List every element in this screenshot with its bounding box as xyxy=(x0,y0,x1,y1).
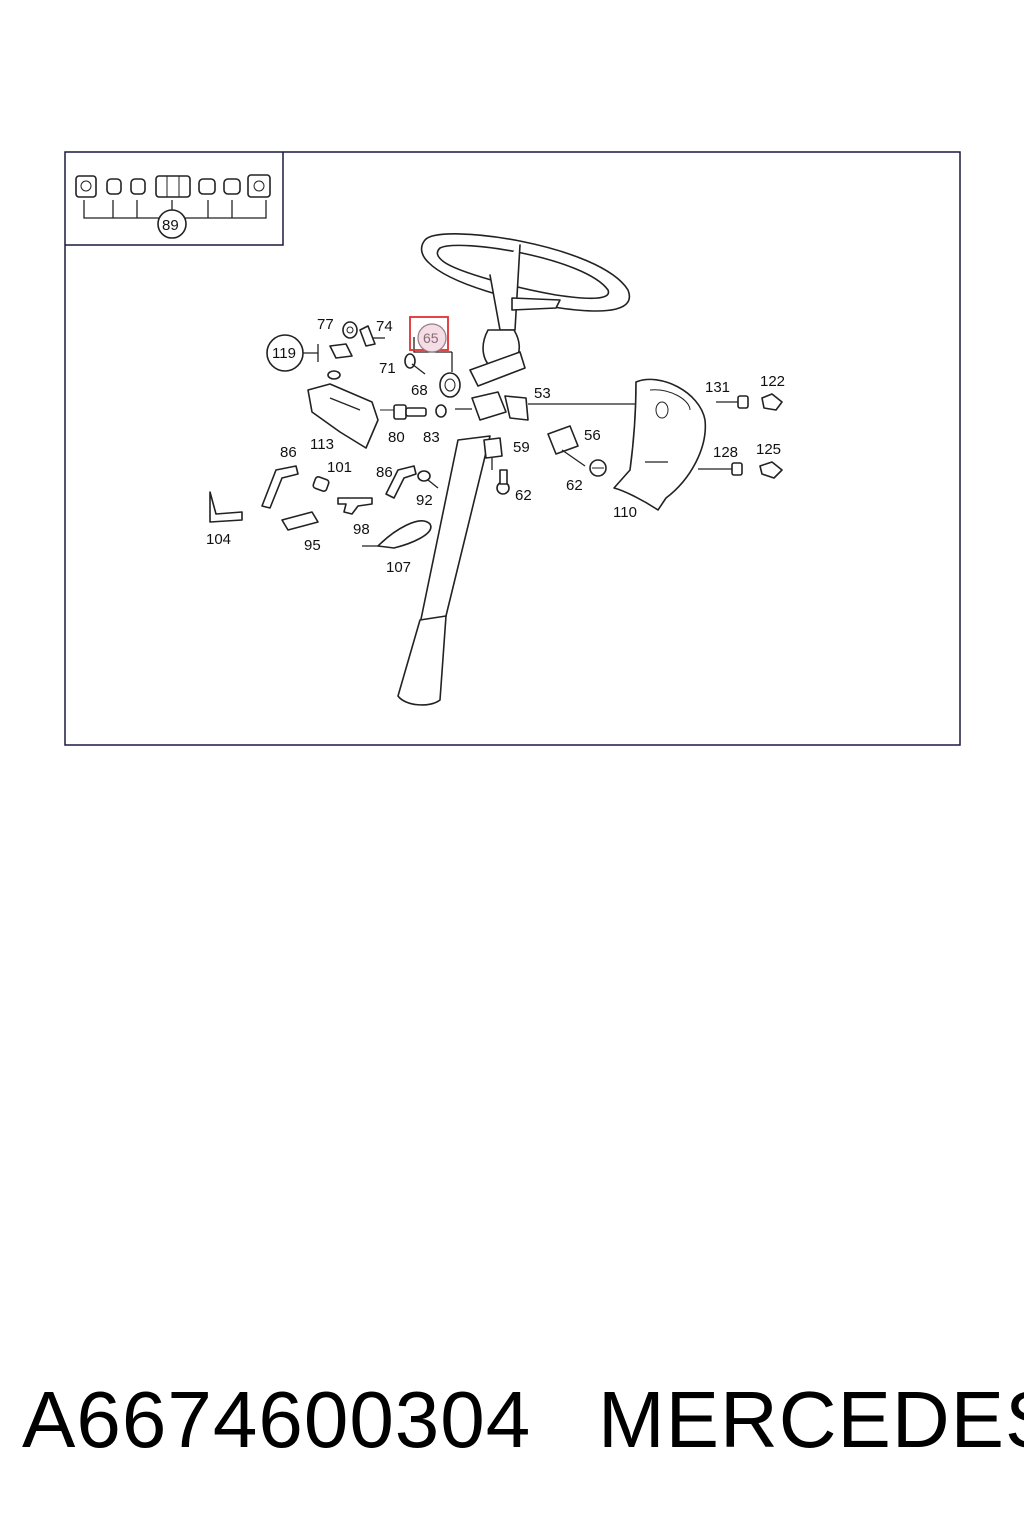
label-53: 53 xyxy=(534,385,551,402)
steering-wheel-icon xyxy=(420,233,631,331)
caption-bar: A6674600304 MERCEDES xyxy=(0,1370,1024,1470)
label-80: 80 xyxy=(388,429,405,446)
steering-column-icon xyxy=(397,329,526,706)
part-number: A6674600304 xyxy=(22,1375,532,1464)
label-122: 122 xyxy=(760,373,785,390)
hoses-icon xyxy=(209,465,439,549)
label-83: 83 xyxy=(423,429,440,446)
label-113: 113 xyxy=(310,436,334,453)
label-74: 74 xyxy=(376,318,393,335)
upper-cover-icon xyxy=(613,378,707,511)
label-59: 59 xyxy=(513,439,530,456)
callout-circle-119 xyxy=(266,334,304,372)
nut-kit-icon xyxy=(75,174,271,239)
label-110: 110 xyxy=(613,504,637,521)
label-101: 101 xyxy=(327,459,352,476)
parts-diagram: 89 xyxy=(64,151,961,746)
label-68: 68 xyxy=(411,382,428,399)
label-131: 131 xyxy=(705,379,730,396)
label-56: 56 xyxy=(584,427,601,444)
highlight-circle xyxy=(417,323,447,353)
label-107: 107 xyxy=(386,559,411,576)
label-71: 71 xyxy=(379,360,396,377)
label-128: 128 xyxy=(713,444,738,461)
label-65: 65 xyxy=(423,330,439,346)
screw-80-icon xyxy=(380,404,447,420)
label-62-center: 62 xyxy=(515,487,532,504)
clock-spring-parts-icon xyxy=(300,321,461,398)
screws-right-icon xyxy=(698,393,783,479)
label-125: 125 xyxy=(756,441,781,458)
label-119: 119 xyxy=(272,345,296,362)
label-86-right: 86 xyxy=(376,464,393,481)
lower-cover-icon xyxy=(307,383,379,449)
label-95: 95 xyxy=(304,537,321,554)
brand-name: MERCEDES xyxy=(598,1375,1024,1464)
diagram-frame xyxy=(64,151,961,746)
label-92: 92 xyxy=(416,492,433,509)
label-89: 89 xyxy=(162,217,179,234)
label-86-left: 86 xyxy=(280,444,297,461)
label-77: 77 xyxy=(317,316,334,333)
label-98: 98 xyxy=(353,521,370,538)
label-62-right: 62 xyxy=(566,477,583,494)
label-104: 104 xyxy=(206,531,231,548)
inset-frame xyxy=(65,152,284,246)
switch-56-icon xyxy=(496,425,607,495)
